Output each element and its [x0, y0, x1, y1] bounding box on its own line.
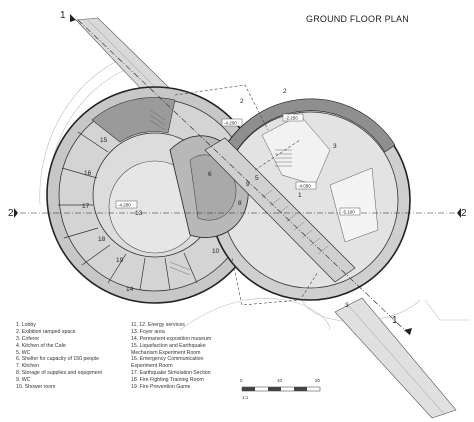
legend-item: 4. Kitchen of the Cafe	[16, 342, 66, 349]
scale-ratio: 1:1	[242, 395, 249, 400]
scale-tick-0: 0	[240, 378, 243, 383]
room-19: 19	[116, 257, 124, 264]
room-18: 18	[98, 236, 106, 243]
section-label-1-bottom: 1	[392, 315, 398, 326]
right-circle-building	[209, 98, 411, 301]
scale-tick-10: 10	[277, 378, 283, 383]
section-lines	[20, 19, 455, 336]
legend-item: 18. Fire Fighting Training Room	[131, 377, 204, 384]
room-10: 10	[212, 248, 220, 255]
section-label-1-top: 1	[60, 10, 66, 21]
legend-item: 11, 12. Energy services	[131, 322, 185, 328]
room-1: 1	[298, 192, 302, 199]
scale-tick-20: 20	[315, 378, 321, 383]
legend-item: 9. WC	[16, 377, 31, 384]
plan-title: GROUND FLOOR PLAN	[306, 14, 409, 24]
legend-item: 10. Shower room	[16, 384, 56, 391]
diagonal-corridor	[204, 137, 356, 283]
roof-outline-dashed	[174, 84, 319, 306]
room-3b: 3	[345, 302, 349, 309]
legend-item: 5. WC	[16, 349, 31, 356]
diagonal-ramp-bottom	[334, 297, 457, 419]
level-e: -5.100	[342, 210, 355, 215]
level-c: -4.050	[298, 184, 311, 189]
legend-item: 14. Permanent exposition museum	[131, 335, 212, 342]
room-3: 3	[333, 143, 337, 150]
legend-item: 2. Exibition ramped space	[16, 328, 76, 335]
legend-left-column: 1. Lobby 2. Exibition ramped space 3. Co…	[16, 322, 102, 391]
legend-item: 7. Kitchen	[16, 363, 40, 370]
room-13: 13	[135, 210, 143, 217]
section-arrows	[14, 14, 461, 335]
legend-item: 16. Emergency Communication	[131, 356, 204, 363]
level-markers: -4.200 -2.250 -4.050 -4.200 -5.100	[115, 113, 361, 216]
legend-item: 1. Lobby	[16, 322, 36, 328]
level-b: -2.250	[285, 116, 298, 121]
room-numbers: 15 16 17 18 19 14 13 6 8 10 9 5 1 3 3 2 …	[82, 88, 349, 309]
room-5: 5	[255, 175, 259, 182]
legend-item: 13. Foyer area	[131, 328, 165, 335]
room-14: 14	[126, 286, 134, 293]
legend-item: 6. Shelter for capacity of 150 people	[16, 356, 100, 363]
legend-item: 17. Earthquake Simulation Section	[131, 370, 211, 377]
room-15: 15	[100, 137, 108, 144]
legend-item: 15. Liquefaction and Earthquake	[131, 342, 206, 349]
legend-item: 19. Fire Prevention Game	[131, 384, 191, 391]
room-2b: 2	[240, 98, 244, 105]
section-label-2-left: 2	[8, 208, 14, 219]
room-2: 2	[283, 88, 287, 95]
legend-item: 3. Coferor	[16, 335, 40, 342]
room-8: 8	[238, 200, 242, 207]
legend-item: Mechanism Experiment Room	[131, 349, 201, 356]
scale-bar	[241, 386, 321, 392]
room-6: 6	[208, 171, 212, 178]
room-17: 17	[82, 203, 90, 210]
room-16: 16	[84, 170, 92, 177]
level-a: -4.200	[118, 203, 131, 208]
legend-right-column: 11, 12. Energy services 13. Foyer area 1…	[131, 322, 211, 391]
room-9: 9	[246, 181, 250, 188]
level-d: -4.200	[224, 121, 237, 126]
legend-item: Experiment Room	[131, 363, 173, 370]
section-label-2-right: 2	[461, 208, 467, 219]
legend-item: 8. Storage of supplies and equipment	[16, 370, 102, 377]
